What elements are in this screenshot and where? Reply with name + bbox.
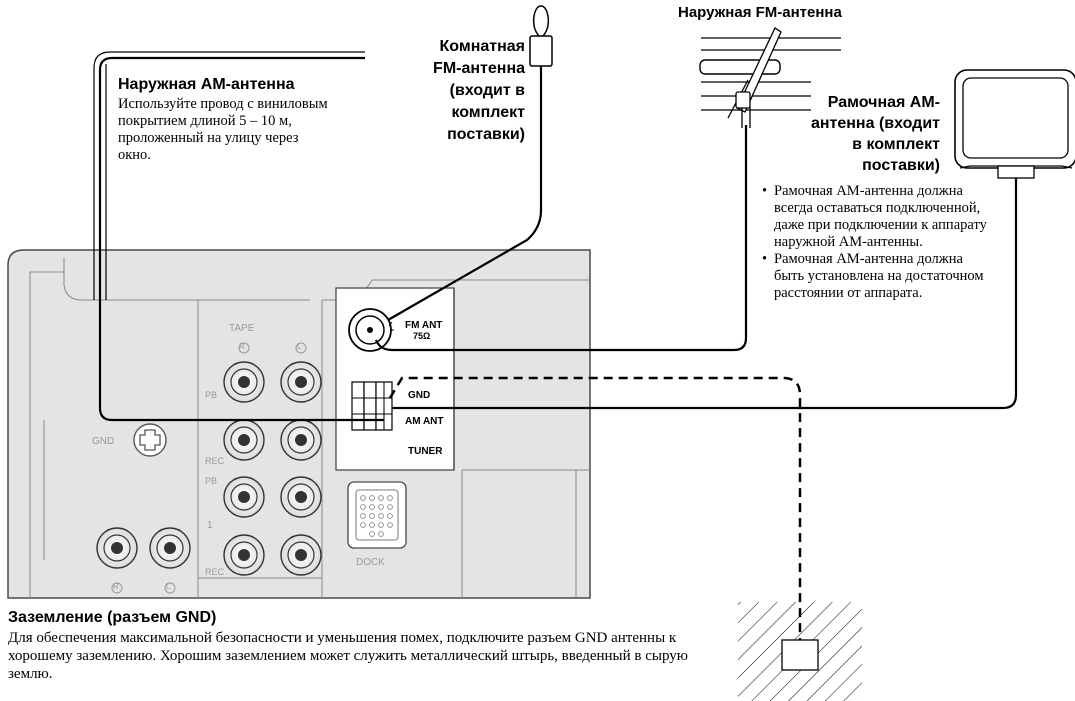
indoor-fm-label: Комнатная FM-антенна (входит в комплект … xyxy=(390,36,525,146)
label-tape: TAPE xyxy=(229,323,255,334)
label-pb-1: PB xyxy=(205,390,218,400)
loop-am-label: Рамочная AM- антенна (входит в комплект … xyxy=(782,92,940,176)
outdoor-fm-antenna-icon xyxy=(699,27,841,128)
am-gnd-terminal xyxy=(351,381,393,431)
indoor-fm-line-1: Комнатная xyxy=(439,38,525,55)
indoor-fm-line-3: (входит в xyxy=(449,82,525,99)
outdoor-fm-title: Наружная FM-антенна xyxy=(678,4,842,21)
label-r-tape: R xyxy=(239,342,245,351)
loop-am-line-2: антенна (входит xyxy=(810,115,940,132)
receiver-rear-panel xyxy=(7,249,591,599)
outdoor-am-title: Наружная AM-антенна xyxy=(118,76,295,93)
loop-am-antenna-icon xyxy=(954,69,1075,179)
label-gnd-panel: GND xyxy=(92,436,115,447)
label-am-ant: AM ANT xyxy=(405,416,444,427)
loop-am-notes: Рамочная AM-антенна должна всегда остава… xyxy=(762,183,994,302)
label-l-bottom: L xyxy=(166,582,171,591)
label-rec-1: REC xyxy=(205,456,225,466)
label-gnd-terminal: GND xyxy=(408,390,431,401)
earth-ground-symbol xyxy=(738,602,862,701)
antenna-cables xyxy=(98,56,1018,422)
outdoor-am-description: Используйте провод с виниловым покрытием… xyxy=(118,96,328,163)
fm-ant-jack xyxy=(348,308,394,352)
ground-description: Для обеспечения максимальной безопасност… xyxy=(8,630,688,682)
label-r-bottom: R xyxy=(113,582,119,591)
indoor-fm-line-4: комплект xyxy=(451,104,525,121)
loop-am-line-4: поставки) xyxy=(862,157,940,174)
loop-am-note-2: Рамочная AM-антенна должна быть установл… xyxy=(762,251,994,302)
label-dock: DOCK xyxy=(356,557,385,568)
label-tuner: TUNER xyxy=(408,446,443,457)
ground-title: Заземление (разъем GND) xyxy=(8,609,217,626)
loop-am-line-1: Рамочная AM- xyxy=(827,94,940,111)
indoor-fm-line-2: FM-антенна xyxy=(433,60,525,77)
loop-am-line-3: в комплект xyxy=(852,136,940,153)
indoor-fm-antenna-icon xyxy=(529,5,553,67)
am-wire-inner-lines xyxy=(93,51,365,300)
label-fm-ant: FM ANT xyxy=(405,320,443,331)
label-rec-2: REC xyxy=(205,567,225,577)
label-75-ohm: 75Ω xyxy=(413,331,431,341)
indoor-fm-line-5: поставки) xyxy=(447,126,525,143)
loop-am-note-1: Рамочная AM-антенна должна всегда остава… xyxy=(762,183,994,251)
label-l-tape: L xyxy=(297,342,302,351)
label-input-1: 1 xyxy=(207,520,213,531)
label-pb-2: PB xyxy=(205,476,218,486)
